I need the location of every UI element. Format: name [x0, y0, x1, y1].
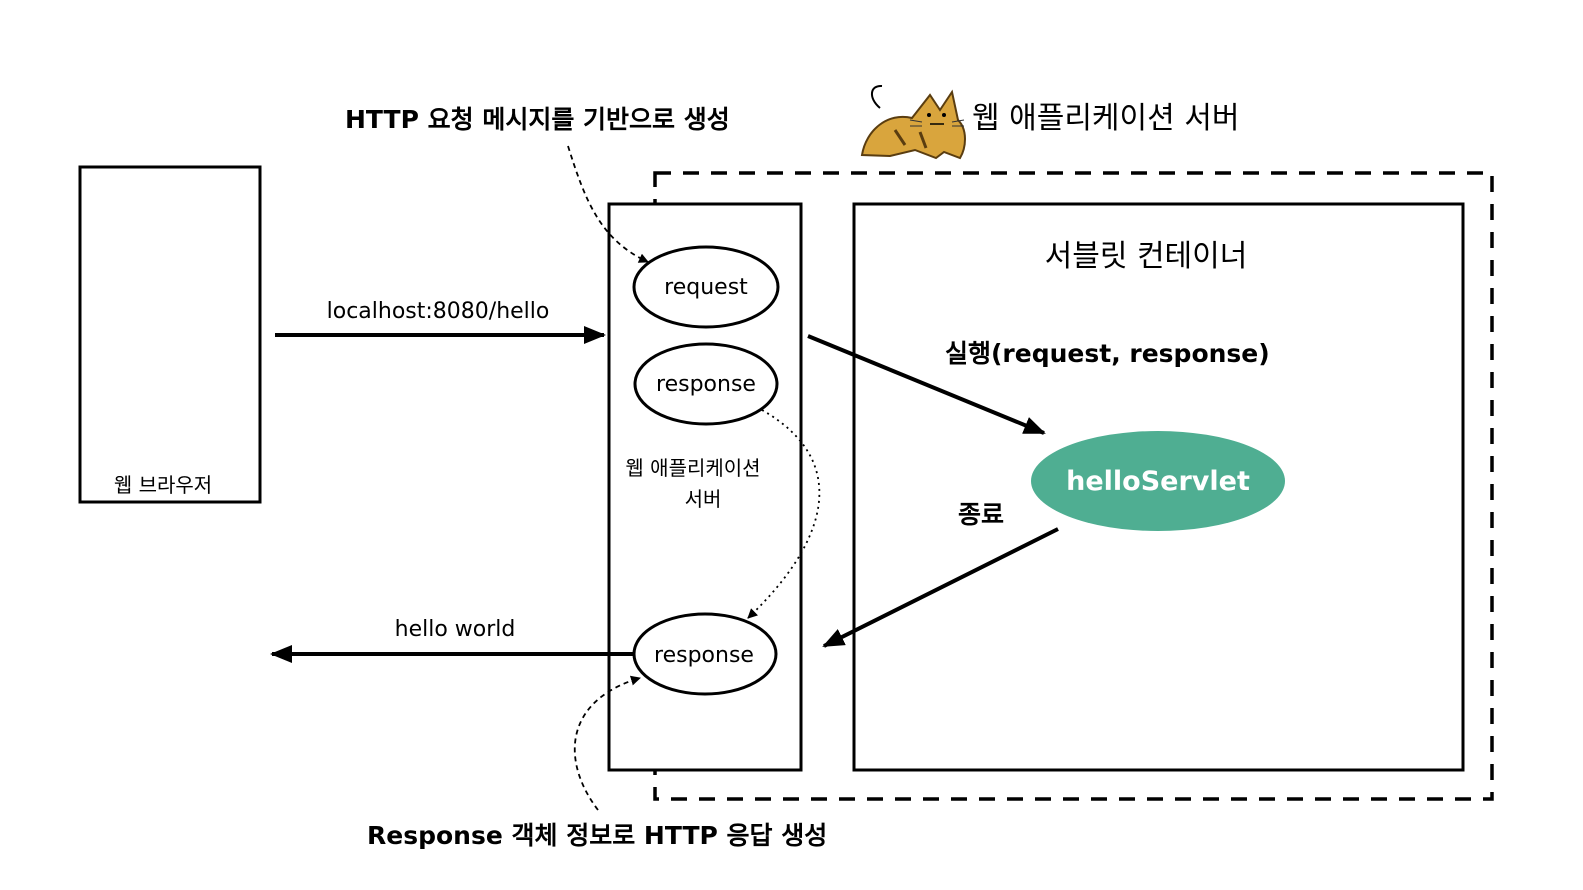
web-server-label-line2: 서버 [685, 487, 722, 511]
hello-servlet-ellipse [1031, 431, 1285, 531]
execute-label: 실행(request, response) [945, 339, 1270, 368]
bottom-annotation-pointer [573, 675, 641, 811]
top-annotation-pointer [567, 145, 649, 263]
request-label: request [664, 275, 748, 300]
finish-arrow [822, 527, 1059, 648]
bottom-annotation: Response 객체 정보로 HTTP 응답 생성 [367, 821, 827, 850]
response-copy-dotted-arrow [747, 409, 821, 619]
top-annotation: HTTP 요청 메시지를 기반으로 생성 [345, 105, 730, 134]
web-server-label-line1: 웹 애플리케이션 [625, 456, 760, 480]
hello-servlet-label: helloServlet [1066, 466, 1250, 497]
tomcat-cat-icon [860, 84, 966, 160]
response-top-label: response [656, 372, 756, 397]
web-browser-label: 웹 브라우저 [114, 473, 212, 497]
request-ellipse [632, 245, 780, 329]
finish-label: 종료 [958, 500, 1004, 529]
web-browser-box [78, 165, 262, 504]
hello-world-label: hello world [395, 617, 516, 642]
servlet-container-title: 서블릿 컨테이너 [1045, 239, 1248, 274]
tomcat-title: 웹 애플리케이션 서버 [972, 101, 1239, 136]
execute-arrow [807, 334, 1046, 435]
url-label: localhost:8080/hello [327, 299, 550, 324]
response-bottom-label: response [654, 643, 754, 668]
response-ellipse-top [633, 342, 779, 426]
